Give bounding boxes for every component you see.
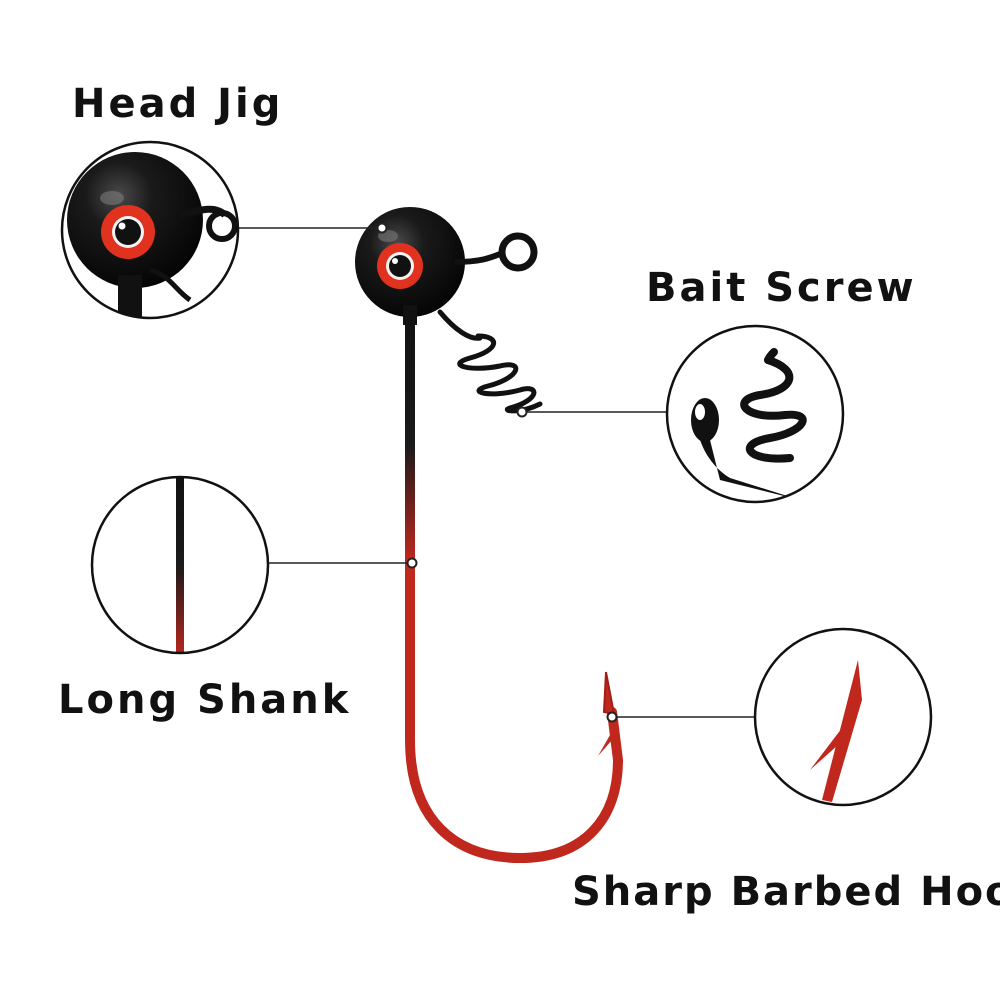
callout-dots	[376, 222, 618, 723]
callout-dot-screw	[516, 406, 528, 418]
hook-shank	[405, 300, 415, 562]
callout-dot-hook	[606, 711, 618, 723]
zoom-barbed-hook	[753, 627, 933, 807]
hook-barb	[598, 728, 614, 756]
callout-dot-head	[376, 222, 388, 234]
label-long-shank: Long Shank	[58, 677, 352, 723]
leader-lines	[238, 227, 755, 718]
zoom-head-jig	[60, 140, 240, 320]
main-bait-screw	[437, 309, 543, 414]
main-hook	[405, 300, 624, 864]
hook-bend	[405, 555, 624, 864]
zoom-bait-screw	[665, 324, 845, 504]
callout-dot-shank	[406, 557, 418, 569]
label-bait-screw: Bait Screw	[646, 265, 917, 311]
label-head-jig: Head Jig	[72, 81, 284, 127]
zoom-long-shank	[90, 475, 270, 655]
label-sharp-barbed-hook: Sharp Barbed Hook	[572, 869, 1000, 915]
hook-point	[602, 671, 616, 716]
